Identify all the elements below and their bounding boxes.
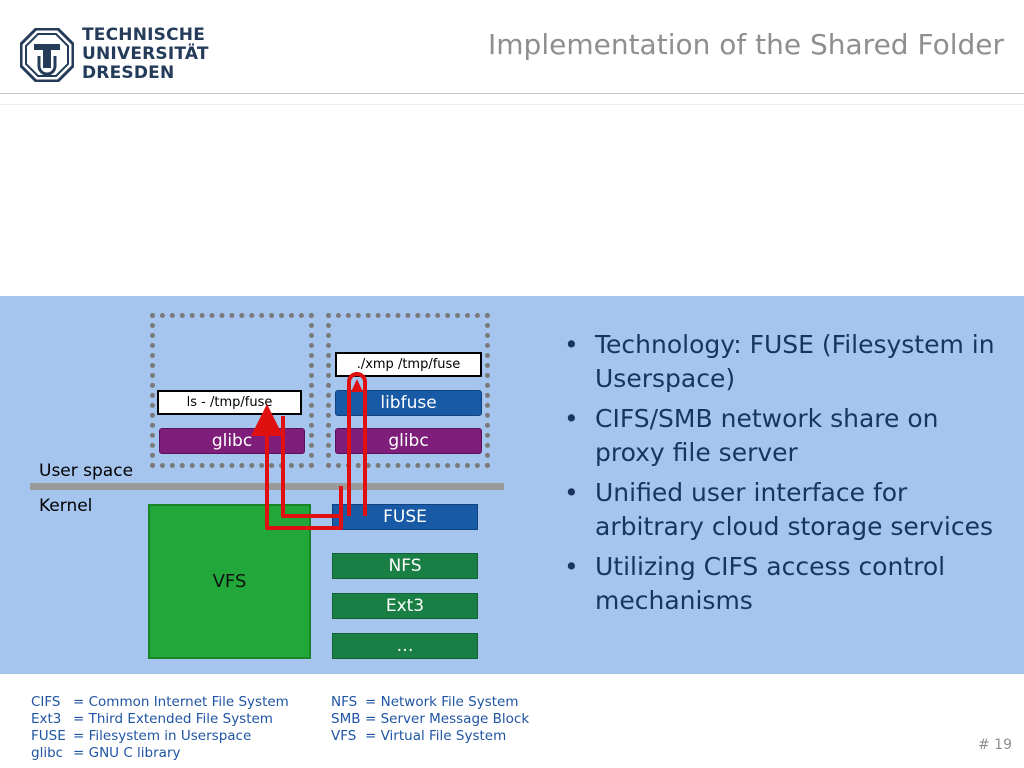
logo-wordmark: TECHNISCHE UNIVERSITÄT DRESDEN [82, 26, 209, 83]
glossary-row: VFS = Virtual File System [331, 728, 529, 745]
glossary-def: = Virtual File System [365, 728, 507, 744]
logo-line: TECHNISCHE [82, 25, 206, 45]
bullet-item: Utilizing CIFS access control mechanisms [562, 550, 1012, 618]
glossary-abbr: SMB [331, 711, 361, 727]
university-logo: TECHNISCHE UNIVERSITÄT DRESDEN [20, 26, 220, 86]
glossary-def: = Filesystem in Userspace [73, 728, 252, 744]
glibc-right-block: glibc [335, 428, 482, 454]
bullet-item: Unified user interface for arbitrary clo… [562, 476, 1012, 544]
right-process-frame [326, 313, 490, 468]
outer-call-path-arrow [281, 416, 343, 518]
bullet-item: Technology: FUSE (Filesystem in Userspac… [562, 328, 1012, 396]
glibc-left-block: glibc [159, 428, 305, 454]
left-process-frame [150, 313, 314, 468]
glossary-def: = Common Internet File System [73, 694, 289, 710]
glossary-def: = Network File System [365, 694, 519, 710]
kernel-label: Kernel [39, 496, 93, 516]
glossary-left: CIFS = Common Internet File System Ext3 … [31, 694, 289, 762]
tu-dresden-emblem-icon [20, 28, 74, 82]
page-number: # 19 [978, 737, 1012, 753]
glossary-abbr: CIFS [31, 694, 61, 710]
glossary-row: NFS = Network File System [331, 694, 529, 711]
glossary-row: CIFS = Common Internet File System [31, 694, 289, 711]
glossary-row: glibc = GNU C library [31, 745, 289, 762]
fuse-to-xmp-arrow [347, 372, 367, 516]
slide-title: Implementation of the Shared Folder [488, 28, 1004, 61]
glossary-abbr: FUSE [31, 728, 66, 744]
glossary-abbr: VFS [331, 728, 357, 744]
glossary-right: NFS = Network File System SMB = Server M… [331, 694, 529, 745]
fuse-block: FUSE [332, 504, 478, 530]
more-filesystems-block: … [332, 633, 478, 659]
user-space-label: User space [39, 461, 134, 481]
bullet-list: Technology: FUSE (Filesystem in Userspac… [562, 328, 1012, 624]
glossary-abbr: Ext3 [31, 711, 62, 727]
glossary-abbr: NFS [331, 694, 358, 710]
glossary-def: = Third Extended File System [73, 711, 273, 727]
glossary-abbr: glibc [31, 745, 64, 761]
glossary-def: = Server Message Block [365, 711, 530, 727]
header-divider-secondary [0, 104, 1024, 105]
glossary-def: = GNU C library [73, 745, 181, 761]
glossary-row: Ext3 = Third Extended File System [31, 711, 289, 728]
logo-line: UNIVERSITÄT [82, 44, 209, 64]
xmp-command-box: ./xmp /tmp/fuse [335, 352, 482, 377]
ext3-block: Ext3 [332, 593, 478, 619]
header-divider [0, 93, 1024, 94]
xmp-arrowhead [351, 379, 363, 392]
logo-line: DRESDEN [82, 63, 175, 83]
bullet-item: CIFS/SMB network share on proxy file ser… [562, 402, 1012, 470]
return-path-arrow [251, 404, 343, 530]
nfs-block: NFS [332, 553, 478, 579]
glossary-row: SMB = Server Message Block [331, 711, 529, 728]
libfuse-block: libfuse [335, 390, 482, 416]
glossary-row: FUSE = Filesystem in Userspace [31, 728, 289, 745]
